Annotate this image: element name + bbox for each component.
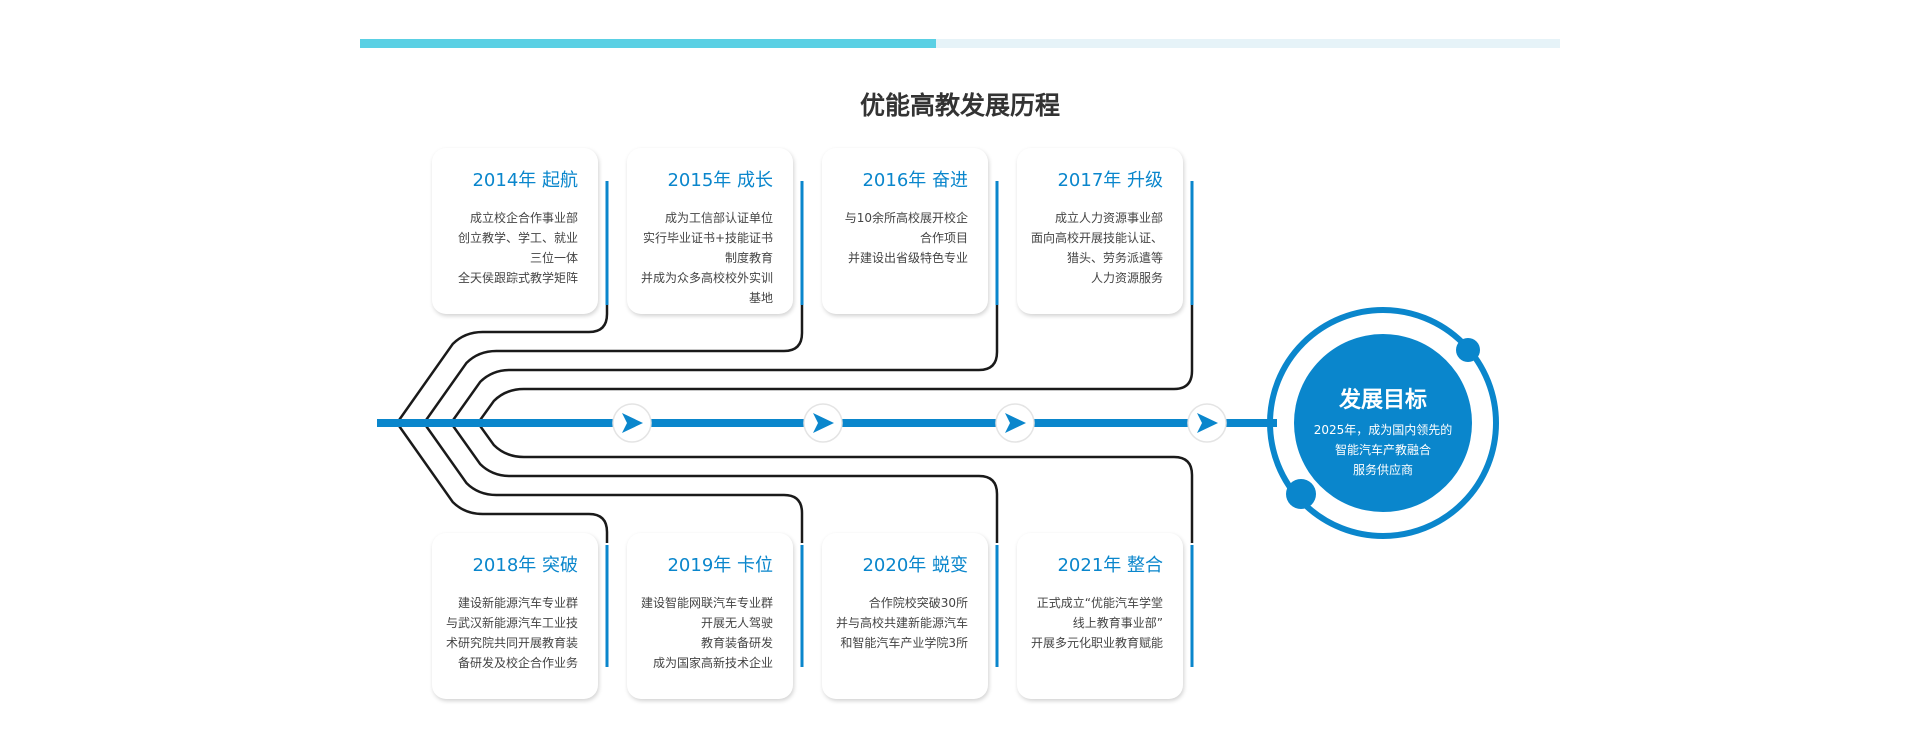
milestone-text: 开展无人驾驶 [700, 616, 773, 630]
milestone-text: 并建设出省级特色专业 [847, 251, 968, 265]
branch-line [449, 422, 999, 543]
milestone-text: 合作项目 [919, 231, 968, 245]
milestone-text: 成为国家高新技术企业 [652, 656, 773, 670]
milestone-text: 和智能汽车产业学院3所 [840, 636, 968, 650]
milestone-text: 成立人力资源事业部 [1054, 211, 1163, 225]
milestone-card: 2019年 卡位建设智能网联汽车专业群开展无人驾驶教育装备研发成为国家高新技术企… [627, 533, 793, 699]
milestone-text: 线上教育事业部” [1072, 616, 1163, 630]
milestone-text: 建设智能网联汽车专业群 [640, 596, 773, 610]
milestone-text: 猎头、劳务派遣等 [1066, 251, 1163, 265]
branch-line [422, 422, 804, 543]
milestone-card: 2015年 成长成为工信部认证单位实行毕业证书+技能证书制度教育并成为众多高校校… [627, 148, 793, 314]
milestone-year: 2021年 整合 [1057, 555, 1163, 576]
milestone-card: 2020年 蜕变合作院校突破30所并与高校共建新能源汽车和智能汽车产业学院3所 [822, 533, 988, 699]
milestone-card: 2017年 升级成立人力资源事业部面向高校开展技能认证、猎头、劳务派遣等人力资源… [1017, 148, 1183, 314]
milestone-year: 2014年 起航 [472, 170, 578, 191]
branch-line [476, 422, 1194, 543]
progress-bar [360, 39, 1560, 48]
goal-disc [1294, 334, 1472, 512]
milestone-text: 术研究院共同开展教育装 [445, 636, 578, 650]
milestone-card: 2021年 整合正式成立“优能汽车学堂线上教育事业部” 开展多元化职业教育赋能 [1017, 533, 1183, 699]
arrow-right-icon [1005, 413, 1026, 433]
page-title: 优能高教发展历程 [859, 91, 1060, 120]
arrow-right-icon [1197, 413, 1218, 433]
milestone-year: 2015年 成长 [667, 170, 773, 191]
milestone-year: 2018年 突破 [472, 555, 578, 576]
branch-line [395, 304, 609, 424]
arrow-right-icon [622, 413, 643, 433]
goal-ring [1267, 307, 1499, 539]
branch-line [449, 304, 999, 424]
goal-line: 服务供应商 [1352, 463, 1413, 477]
milestone-text: 并成为众多高校校外实训 [640, 271, 773, 285]
milestone-year: 2016年 奋进 [862, 170, 968, 191]
branch-line [395, 422, 609, 543]
goal-circle: 发展目标 2025年，成为国内领先的 智能汽车产教融合 服务供应商 [1294, 334, 1472, 512]
ring-dot [1286, 479, 1316, 509]
milestone-text: 成立校企合作事业部 [469, 211, 578, 225]
milestone-text: 成为工信部认证单位 [664, 211, 773, 225]
milestone-text: 面向高校开展技能认证、 [1030, 231, 1163, 245]
milestone-card: 2018年 突破建设新能源汽车专业群与武汉新能源汽车工业技术研究院共同开展教育装… [432, 533, 598, 699]
milestone-text: 备研发及校企合作业务 [457, 656, 578, 670]
milestone-text: 创立教学、学工、就业 [457, 231, 578, 245]
milestone-text: 正式成立“优能汽车学堂 [1036, 596, 1163, 610]
goal-title: 发展目标 [1338, 388, 1427, 413]
milestone-text: 教育装备研发 [700, 636, 773, 650]
milestone-text: 开展多元化职业教育赋能 [1030, 636, 1163, 650]
arrow-right-icon [813, 413, 834, 433]
milestone-text: 与10余所高校展开校企 [844, 211, 968, 225]
milestone-text: 三位一体 [529, 251, 578, 265]
ring-dot [1456, 338, 1480, 362]
milestone-year: 2019年 卡位 [667, 555, 773, 576]
milestone-text: 全天侯跟踪式教学矩阵 [457, 271, 578, 285]
milestone-card: 2014年 起航成立校企合作事业部创立教学、学工、就业三位一体全天侯跟踪式教学矩… [432, 148, 598, 314]
branch-line [422, 304, 804, 424]
milestone-text: 制度教育 [724, 251, 773, 265]
milestone-text: 与武汉新能源汽车工业技 [445, 616, 578, 630]
milestone-year: 2017年 升级 [1057, 170, 1163, 191]
milestone-text: 基地 [748, 291, 773, 305]
milestone-text: 合作院校突破30所 [868, 596, 968, 610]
milestone-text: 实行毕业证书+技能证书 [642, 231, 773, 245]
milestone-text: 并与高校共建新能源汽车 [835, 616, 968, 630]
goal-line: 2025年，成为国内领先的 [1313, 423, 1453, 437]
milestone-text: 人力资源服务 [1090, 271, 1163, 285]
goal-line: 智能汽车产教融合 [1334, 443, 1431, 457]
milestone-card: 2016年 奋进与10余所高校展开校企合作项目并建设出省级特色专业 [822, 148, 988, 314]
milestone-text: 建设新能源汽车专业群 [457, 596, 578, 610]
progress-bar-fill [360, 39, 936, 48]
milestone-year: 2020年 蜕变 [862, 555, 968, 576]
branch-line [476, 304, 1194, 424]
